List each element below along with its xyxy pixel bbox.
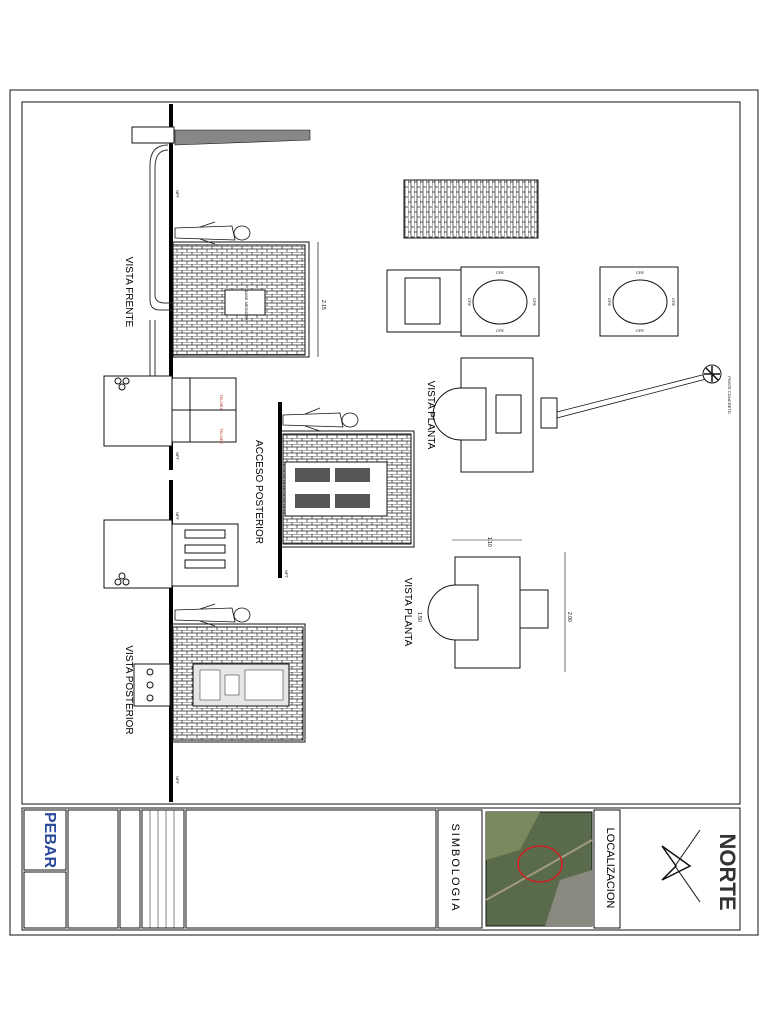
rear-breakers xyxy=(184,529,226,569)
view-plan-bottom-title: VISTA PLANTA xyxy=(402,578,413,647)
npt-1: NPT xyxy=(175,190,180,199)
info-cell-3 xyxy=(119,809,141,929)
base-knob-2 xyxy=(146,681,154,689)
drawing-frame xyxy=(21,101,741,805)
plan-meter-bottom xyxy=(519,589,549,629)
cfe2-bottom: CFE xyxy=(636,328,644,333)
map-site-marker xyxy=(517,845,563,883)
npt-5: NPT xyxy=(284,570,289,579)
height-dim-text: 2.15 xyxy=(320,300,326,310)
telmex-label-2: TELMEX xyxy=(219,428,224,444)
npt-4: NPT xyxy=(175,776,180,785)
rear-knob-3 xyxy=(118,572,126,580)
service-conduit-1 xyxy=(149,144,245,311)
view-access-title: ACCESO POSTERIOR xyxy=(253,440,264,544)
door-swing-2 xyxy=(432,413,462,441)
cabinet-knob-2 xyxy=(122,377,130,385)
view-front-title: VISTA FRENTE xyxy=(123,257,134,328)
poste-label: POSTE CONCRETO xyxy=(727,376,732,414)
base-knob-3 xyxy=(146,694,154,702)
cfe1-top: CFE xyxy=(496,270,504,275)
title-frame xyxy=(21,807,741,931)
map-field-1 xyxy=(486,812,540,860)
door-swing-3 xyxy=(427,584,456,613)
cabinet-knob-1 xyxy=(114,377,122,385)
map-field-2 xyxy=(545,870,592,926)
switchgear-details xyxy=(199,669,284,701)
dim-d1: 1.10 xyxy=(486,537,492,547)
cfe-manhole-1 xyxy=(472,279,528,325)
feeder-line-2 xyxy=(556,377,711,419)
north-arrow-icon xyxy=(661,845,692,881)
north-arrow-lines xyxy=(674,829,701,903)
front-cap xyxy=(172,241,310,358)
door-swing-4 xyxy=(427,611,456,641)
base-knob-1 xyxy=(146,668,154,676)
cfe1-right: CFE xyxy=(532,298,537,306)
door-swing-1 xyxy=(432,387,462,415)
view-plan-top-title: VISTA PLANTA xyxy=(425,381,436,450)
service-conduit-2 xyxy=(154,149,245,304)
info-cell-2 xyxy=(67,809,119,929)
telmex-label-1: TELMEX xyxy=(219,394,224,410)
door-grilles xyxy=(295,468,370,508)
registro-box xyxy=(540,397,558,429)
pole-crossarm xyxy=(174,129,311,146)
person-figure-2 xyxy=(282,407,359,432)
location-strip xyxy=(593,809,621,929)
person-figure-3 xyxy=(174,603,251,627)
view-rear-title: VISTA POSTERIOR xyxy=(123,645,134,734)
cabinet-knob-3 xyxy=(118,383,126,391)
info-cell-1 xyxy=(23,871,67,929)
cfe1-bottom: CFE xyxy=(496,328,504,333)
map-road xyxy=(485,839,593,901)
pole-hatch xyxy=(704,366,720,382)
rear-panel xyxy=(171,523,239,587)
cfe-manhole-2 xyxy=(612,279,668,325)
rear-knob-2 xyxy=(122,578,130,586)
brand-cell xyxy=(23,809,67,871)
telmex-cabinet xyxy=(103,375,173,447)
rear-cap xyxy=(170,623,306,743)
cfe2-right: CFE xyxy=(671,298,676,306)
cfe1-left: CFE xyxy=(467,298,472,306)
meter-label: BASE MEDIDOR xyxy=(244,290,249,321)
npt-3: NPT xyxy=(175,512,180,521)
person-figure-1 xyxy=(174,221,251,245)
transformer xyxy=(404,277,441,325)
pole-top xyxy=(131,126,175,144)
brand-text: PEBAR xyxy=(41,812,58,868)
rear-knob-1 xyxy=(114,578,122,586)
notes-cell xyxy=(185,809,437,929)
north-text: NORTE xyxy=(715,834,740,911)
feeder-line xyxy=(556,372,711,413)
dim-d6: 2.00 xyxy=(566,612,572,622)
meter-base xyxy=(224,289,266,316)
dim-d3: 1.50 xyxy=(416,612,422,622)
cfe2-left: CFE xyxy=(607,298,612,306)
npt-2: NPT xyxy=(175,452,180,461)
cfe2-top: CFE xyxy=(636,270,644,275)
plan-meter-top xyxy=(495,394,522,434)
location-title: LOCALIZACION xyxy=(604,828,616,909)
symbology-strip xyxy=(437,809,483,929)
plan-slab xyxy=(403,179,539,239)
symbol-table-lines xyxy=(149,810,175,928)
symbology-title: SIMBOLOGIA xyxy=(449,823,461,912)
symbol-table xyxy=(141,809,185,929)
access-cap xyxy=(280,430,415,548)
rear-cabinet xyxy=(103,519,173,589)
